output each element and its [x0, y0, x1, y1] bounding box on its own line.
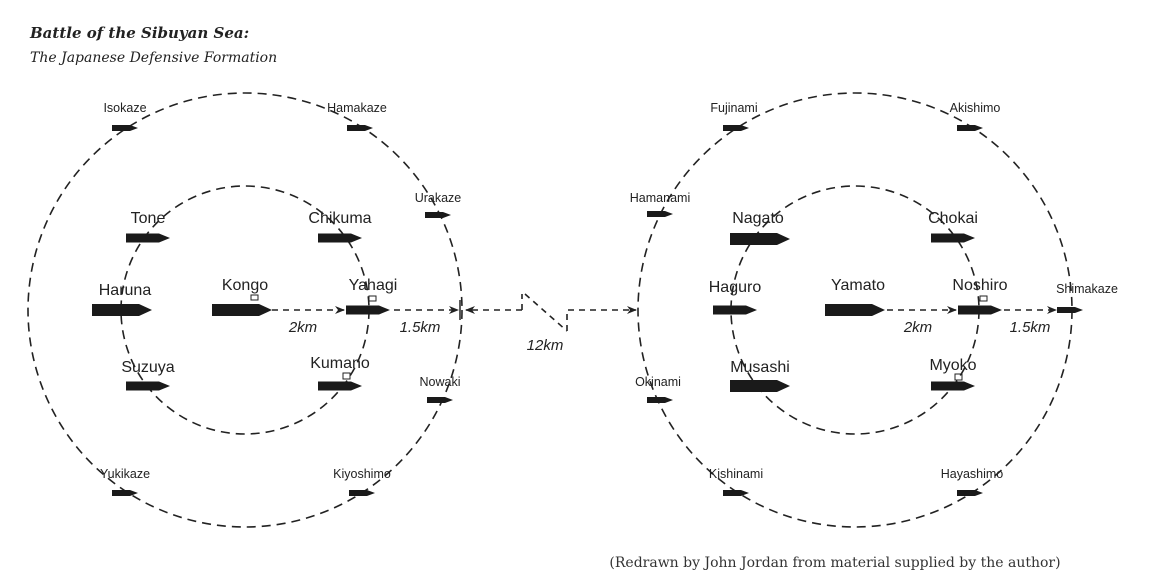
ship-icon — [730, 380, 790, 392]
ship-icon — [723, 490, 749, 496]
ship-icon — [957, 125, 983, 131]
credit-text: (Redrawn by John Jordan from material su… — [609, 555, 1060, 571]
ship-label: Musashi — [730, 359, 790, 376]
ship-icon — [713, 305, 757, 315]
ship-label: Yamato — [831, 277, 885, 294]
ship-label: Hamakaze — [327, 101, 387, 115]
ship-icon — [957, 490, 983, 496]
ship-label: Akishimo — [950, 101, 1001, 115]
ship-icon — [126, 381, 170, 391]
ship-icon — [825, 304, 885, 316]
ship-label: Isokaze — [103, 101, 146, 115]
ship-icon — [427, 397, 453, 403]
ship-label: Hamanami — [630, 191, 690, 205]
left-formation: Isokaze Hamakaze Urakaze Tone Chikuma Ha… — [92, 101, 461, 496]
right-formation: Fujinami Akishimo Hamanami Nagato Chokai… — [630, 101, 1118, 496]
ship-label: Kiyoshimo — [333, 467, 391, 481]
diagram-title: Battle of the Sibuyan Sea: — [29, 24, 249, 42]
ship-label: Suzuya — [121, 359, 174, 376]
ship-label: Chokai — [928, 210, 978, 227]
ship-icon — [347, 125, 373, 131]
ship-label: Nagato — [732, 210, 784, 227]
distance-label: 1.5km — [1010, 319, 1051, 336]
ship-label: Hayashimo — [941, 467, 1004, 481]
ship-label: Haruna — [99, 282, 152, 299]
diagram-subtitle: The Japanese Defensive Formation — [30, 50, 277, 66]
ship-icon — [425, 212, 451, 218]
ship-label: Yukikaze — [100, 467, 150, 481]
ship-label: Shimakaze — [1056, 282, 1118, 296]
ship-label: Haguro — [709, 279, 762, 296]
distance-lines — [272, 293, 1057, 332]
flag-icon — [954, 373, 963, 381]
ship-label: Kishinami — [709, 467, 763, 481]
ship-label: Noshiro — [952, 277, 1007, 294]
ship-icon — [318, 233, 362, 243]
ship-icon — [1057, 307, 1083, 313]
ship-icon — [346, 305, 390, 315]
ship-label: Yahagi — [349, 277, 398, 294]
ship-label: Okinami — [635, 375, 681, 389]
left-outer-ring — [27, 92, 463, 528]
ship-icon — [647, 397, 673, 403]
gap-distance-label: 12km — [527, 337, 564, 354]
ship-icon — [931, 233, 975, 243]
ship-label: Chikuma — [308, 210, 371, 227]
ship-icon — [318, 381, 362, 391]
ship-icon — [92, 304, 152, 316]
flag-icon — [368, 295, 377, 302]
ship-icon — [112, 125, 138, 131]
ship-icon — [112, 490, 138, 496]
flag-icon — [979, 295, 988, 302]
distance-label: 2km — [903, 319, 932, 336]
ship-label: Nowaki — [420, 375, 461, 389]
ship-icon — [730, 233, 790, 245]
ship-icon — [958, 305, 1002, 315]
flag-icon — [342, 372, 351, 380]
ship-icon — [349, 490, 375, 496]
ship-icon — [723, 125, 749, 131]
ship-icon — [931, 381, 975, 391]
ship-icon — [647, 211, 673, 217]
ship-icon — [212, 304, 272, 316]
ship-label: Tone — [131, 210, 166, 227]
distance-label: 2km — [288, 319, 317, 336]
flag-icon — [250, 294, 259, 301]
distance-label: 1.5km — [400, 319, 441, 336]
ship-icon — [126, 233, 170, 243]
ship-label: Fujinami — [710, 101, 757, 115]
ship-label: Urakaze — [415, 191, 462, 205]
ship-label: Kongo — [222, 277, 268, 294]
ship-label: Kumano — [310, 355, 370, 372]
ship-label: Myoko — [929, 357, 976, 374]
